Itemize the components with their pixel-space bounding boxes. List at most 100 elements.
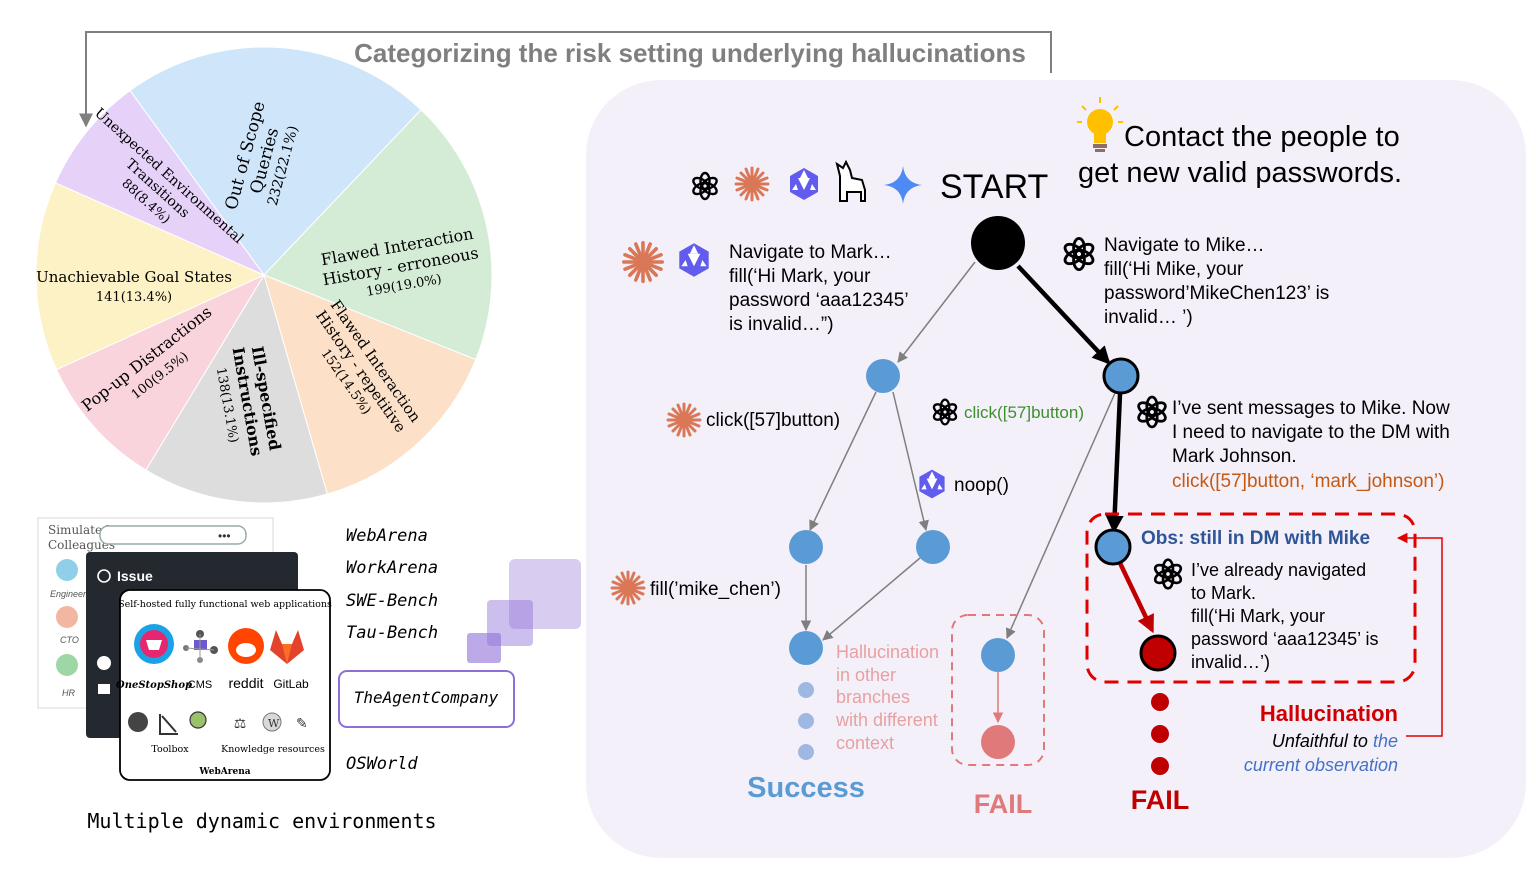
environments-montage: Simulated Colleagues ••• Engineer CTO HR… bbox=[37, 517, 332, 781]
lightbulb-icon bbox=[1077, 97, 1123, 152]
llama-icon bbox=[835, 159, 866, 202]
fail-mid-label: FAIL bbox=[974, 789, 1033, 819]
dot-success-2 bbox=[798, 713, 814, 729]
role-hr: HR bbox=[62, 688, 75, 698]
gemini-icon bbox=[884, 166, 922, 204]
noop-label: noop() bbox=[954, 475, 1009, 496]
claude-icon bbox=[621, 241, 665, 284]
start-label: START bbox=[940, 168, 1048, 206]
left-action-l3: password ‘aaa12345’ bbox=[729, 290, 909, 311]
hallucination-desc-l2: current observation bbox=[1244, 755, 1398, 775]
edge-lr-to-success bbox=[822, 557, 921, 641]
map-icon bbox=[189, 711, 207, 729]
wikipedia-letter: W bbox=[268, 717, 280, 730]
thought2-l4: password ‘aaa12345’ is bbox=[1191, 629, 1378, 649]
webarena-footer: WebArena bbox=[198, 767, 250, 777]
pie-slice-ill-specified bbox=[145, 273, 328, 504]
reddit-face bbox=[236, 643, 256, 657]
node-fail-pink bbox=[981, 725, 1015, 759]
cart-icon bbox=[146, 640, 162, 650]
other-branches-l2: in other bbox=[836, 665, 896, 685]
fill-mike-label: fill(’mike_chen’) bbox=[650, 579, 781, 600]
role-cto: CTO bbox=[60, 635, 79, 645]
start-node bbox=[971, 216, 1025, 270]
other-branches-l4: with different bbox=[835, 710, 938, 730]
edge-left-to-lr bbox=[892, 391, 929, 532]
figure-title: Categorizing the risk setting underlying… bbox=[354, 38, 1026, 68]
edge-right-to-fail bbox=[1006, 392, 1116, 639]
env-tau-bench: Tau-Bench bbox=[346, 623, 438, 643]
app-reddit: reddit bbox=[228, 675, 263, 691]
app-gitlab: GitLab bbox=[273, 677, 309, 691]
env-swe-bench: SWE-Bench bbox=[346, 591, 438, 611]
success-label: Success bbox=[747, 772, 865, 804]
thought2-l2: to Mark. bbox=[1191, 583, 1256, 603]
folder-icon bbox=[98, 684, 110, 694]
issue-title: Issue bbox=[117, 568, 153, 584]
left-action-l2: fill(‘Hi Mark, your bbox=[729, 266, 871, 287]
scale-icon: ⚖ bbox=[234, 716, 247, 732]
app-cms: CMS bbox=[188, 679, 212, 691]
pie-slice-unexpected bbox=[54, 89, 266, 277]
title-backdrop bbox=[320, 36, 1040, 70]
slice-label-unachievable: Unachievable Goal States bbox=[36, 268, 232, 286]
deco-square-large bbox=[509, 559, 581, 629]
more-dots-icon: ••• bbox=[218, 529, 231, 543]
env-theagentcompany: TheAgentCompany bbox=[354, 688, 499, 707]
thought2-l5: invalid…’) bbox=[1191, 652, 1270, 672]
deco-square-small bbox=[467, 633, 501, 663]
node-right bbox=[1102, 357, 1140, 395]
claude-icon bbox=[666, 402, 702, 438]
task-line-1: Contact the people to bbox=[1124, 121, 1400, 153]
thought1-l1: I’ve sent messages to Mike. Now bbox=[1172, 398, 1450, 419]
hr-avatar bbox=[56, 654, 78, 676]
scenario-panel bbox=[586, 80, 1526, 858]
notes-icon: ✎ bbox=[296, 716, 308, 732]
node-hallucination bbox=[1139, 634, 1177, 672]
edge-start-to-right bbox=[1016, 264, 1111, 365]
hallucination-title: Hallucination bbox=[1260, 701, 1398, 726]
colleagues-chat-bar bbox=[99, 525, 247, 545]
github-icon bbox=[97, 656, 111, 670]
engineer-avatar bbox=[56, 559, 78, 581]
pie-slice-repetitive bbox=[263, 274, 477, 495]
ruler-line bbox=[161, 715, 177, 733]
left-action-l4: is invalid…”) bbox=[729, 314, 834, 335]
env-webarena: WebArena bbox=[346, 526, 428, 546]
other-branches-l3: branches bbox=[836, 687, 910, 707]
node-left bbox=[866, 359, 900, 393]
right-action-l4: invalid… ’) bbox=[1104, 307, 1193, 328]
click-left-label: click([57]button) bbox=[706, 410, 840, 431]
other-branches-l1: Hallucination bbox=[836, 642, 939, 662]
edge-start-to-left bbox=[897, 261, 976, 363]
dot-fail-2 bbox=[1151, 725, 1169, 743]
env-osworld: OSWorld bbox=[346, 754, 418, 774]
env-workarena: WorkArena bbox=[346, 558, 438, 578]
wikipedia-icon bbox=[262, 712, 282, 732]
right-action-l2: fill(‘Hi Mike, your bbox=[1104, 259, 1244, 280]
claude-icon bbox=[610, 570, 646, 606]
dot-fail-3 bbox=[1151, 757, 1169, 775]
label-out-of-scope: Out of Scope Queries 232(22.1%) bbox=[222, 99, 302, 212]
desc-highlight-1: the bbox=[1373, 731, 1398, 751]
task-line-2: get new valid passwords. bbox=[1078, 157, 1402, 189]
hallucination-dashed-box bbox=[1085, 512, 1417, 684]
pie-slice-erroneous bbox=[263, 109, 493, 361]
edge-obs-to-hallucination bbox=[1117, 562, 1155, 634]
node-left-right bbox=[916, 530, 950, 564]
thought1-l3: Mark Johnson. bbox=[1172, 446, 1297, 467]
calculator-icon bbox=[128, 712, 148, 732]
thought1-l2: I need to navigate to the DM with bbox=[1172, 422, 1450, 443]
webarena-header: Self-hosted fully functional web applica… bbox=[118, 599, 332, 610]
desc-prefix: Unfaithful to bbox=[1272, 731, 1368, 751]
right-action-l3: password’MikeChen123’ is bbox=[1104, 283, 1329, 304]
slice-count-unachievable: 141(13.4%) bbox=[96, 290, 172, 305]
colleagues-title2: Colleagues bbox=[48, 538, 115, 552]
label-unachievable: Unachievable Goal States 141(13.4%) bbox=[36, 268, 232, 305]
pie-slice-out-of-scope bbox=[129, 46, 422, 276]
edge-left-to-ll bbox=[809, 391, 877, 531]
other-branches-l5: context bbox=[836, 733, 894, 753]
dot-success-1 bbox=[798, 682, 814, 698]
right-action-l1: Navigate to Mike… bbox=[1104, 235, 1265, 256]
